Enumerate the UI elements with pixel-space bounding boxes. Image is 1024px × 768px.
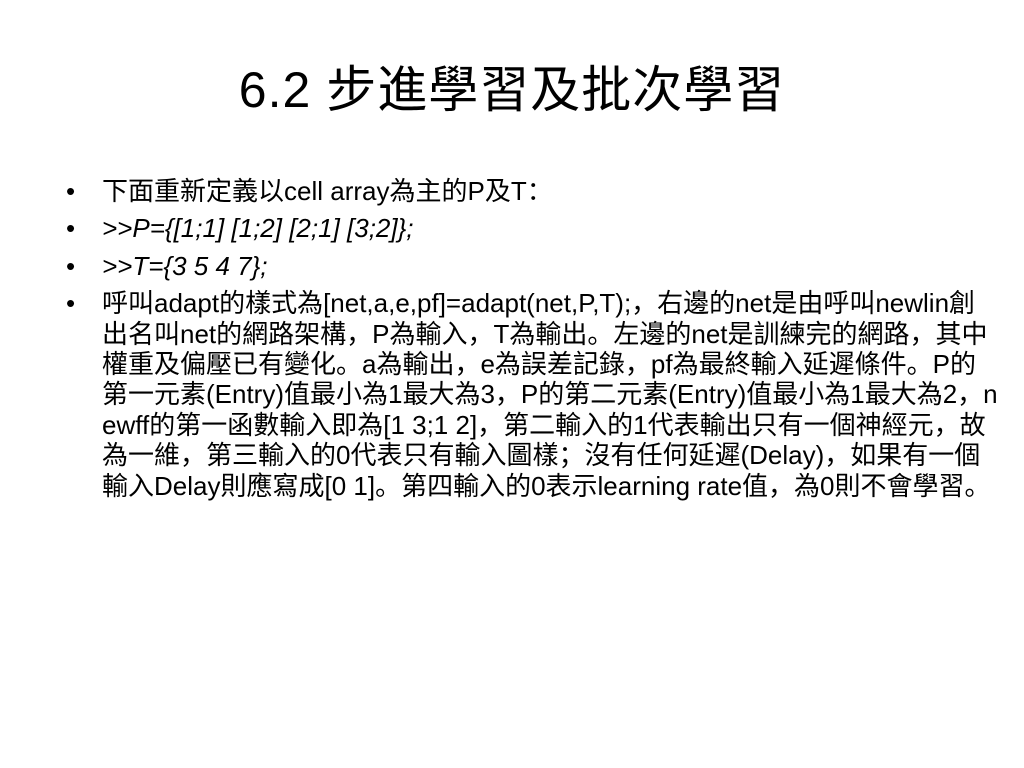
bullet-item: • >>P={[1;1] [1;2] [2;1] [3;2]};: [66, 213, 1001, 243]
bullet-marker: •: [66, 213, 76, 244]
bullet-marker: •: [66, 288, 76, 319]
bullet-item: • 呼叫adapt的樣式為[net,a,e,pf]=adapt(net,P,T)…: [66, 288, 1001, 501]
bullet-code-p: >>P={[1;1] [1;2] [2;1] [3;2]};: [102, 213, 414, 244]
bullet-marker: •: [66, 176, 76, 206]
bullet-code-t: >>T={3 5 4 7};: [102, 250, 268, 281]
bullet-list: • 下面重新定義以cell array為主的P及T： • >>P={[1;1] …: [66, 176, 1001, 508]
bullet-item: • 下面重新定義以cell array為主的P及T：: [66, 176, 1001, 206]
bullet-marker: •: [66, 250, 76, 281]
slide-title: 6.2 步進學習及批次學習: [238, 62, 786, 118]
bullet-text: 下面重新定義以cell array為主的P及T：: [102, 176, 553, 206]
bullet-item: • >>T={3 5 4 7};: [66, 251, 1001, 281]
bullet-paragraph: 呼叫adapt的樣式為[net,a,e,pf]=adapt(net,P,T);，…: [102, 288, 998, 501]
